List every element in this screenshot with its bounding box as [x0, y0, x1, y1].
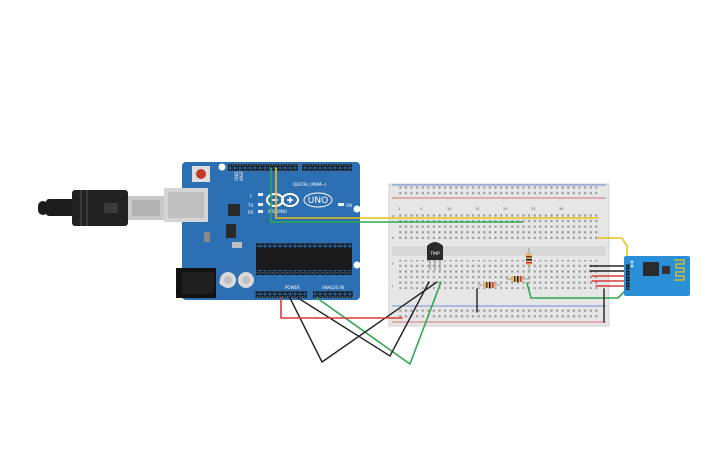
gnd-label: GND	[234, 172, 239, 181]
rx-label: RX	[248, 210, 254, 215]
breadboard[interactable]: 1 5 10 15 20 25 30 a e f j	[388, 183, 610, 327]
wire-red	[280, 297, 403, 319]
tmp-label: TMP	[429, 251, 440, 257]
bb-col-25: 25	[531, 207, 535, 211]
bb-col-5: 5	[420, 207, 422, 211]
power-label: POWER	[285, 285, 300, 290]
aref-label: AREF	[239, 170, 244, 181]
wires[interactable]	[270, 167, 628, 365]
wire-green-analog	[316, 281, 442, 365]
wire-green	[270, 167, 523, 223]
resistor-icon[interactable]	[526, 248, 532, 272]
esp8266-module-icon[interactable]	[624, 256, 690, 296]
bb-row-a: a	[392, 214, 394, 218]
resistor-icon[interactable]	[506, 276, 530, 282]
bb-row-e: e	[392, 236, 394, 240]
wire-yellow-esp	[597, 237, 628, 263]
bb-col-1: 1	[398, 207, 400, 211]
digital-header-label: DIGITAL (PWM~)	[293, 182, 327, 187]
tmp-sensor-icon[interactable]: TMP	[427, 242, 443, 270]
bb-col-15: 15	[475, 207, 479, 211]
on-label: ON	[346, 203, 352, 208]
board-model: UNO	[308, 196, 328, 206]
resistor-icon[interactable]	[478, 282, 500, 288]
bb-row-f: f	[392, 262, 394, 266]
wire-green-esp	[526, 282, 627, 299]
bb-col-20: 20	[503, 207, 507, 211]
bb-col-30: 30	[559, 207, 563, 211]
arduino-logo-icon	[266, 192, 333, 208]
analog-label: ANALOG IN	[322, 285, 344, 290]
usb-plug-icon[interactable]	[38, 190, 164, 226]
tx-label: TX	[247, 203, 253, 208]
l-label: L	[250, 193, 253, 198]
wire-yellow	[275, 167, 599, 219]
wire-black-1	[289, 281, 438, 363]
arduino-uno-board[interactable]: UNO ARDUINO DIGITAL (PWM~) POWER ANALOG …	[164, 162, 361, 300]
board-logo-text: ARDUINO	[268, 209, 287, 214]
bb-row-j: j	[391, 284, 393, 288]
bb-col-10: 10	[447, 207, 451, 211]
